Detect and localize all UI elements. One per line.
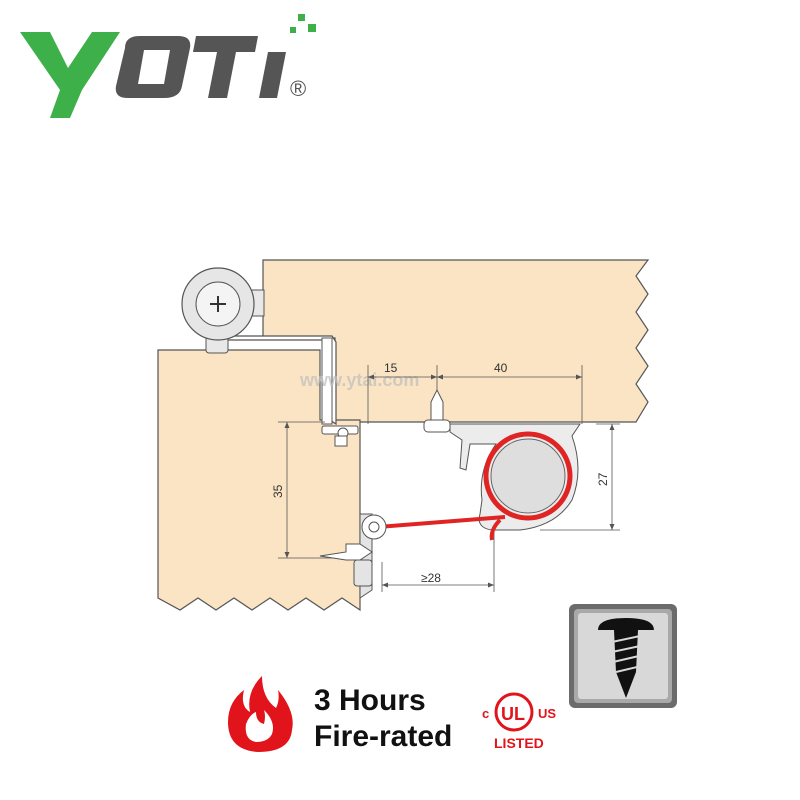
door-seal-profile xyxy=(377,423,581,541)
seal-tube-red xyxy=(483,431,573,521)
door-leaf-wood xyxy=(157,349,361,612)
seal-clip-top xyxy=(321,425,359,447)
ul-mark-us: US xyxy=(538,706,556,721)
seal-anchor-bottom xyxy=(319,513,387,599)
fire-rating-line1: 3 Hours xyxy=(314,684,426,717)
dimension-arrows xyxy=(284,374,615,588)
logo-accent-square xyxy=(290,27,296,33)
dimension-lines xyxy=(278,365,620,592)
dimension-label-15: 15 xyxy=(384,361,398,375)
logo-letter-t xyxy=(193,36,258,98)
ul-mark-listed: LISTED xyxy=(494,735,544,751)
dimension-label-40: 40 xyxy=(494,361,508,375)
logo-accent-square xyxy=(308,24,316,32)
dimension-label-35: 35 xyxy=(271,484,285,498)
flame-icon xyxy=(228,676,293,752)
door-frame-wood xyxy=(262,259,650,423)
ul-mark-ul: UL xyxy=(501,704,525,724)
yoti-logo: ® xyxy=(20,14,316,118)
logo-letter-o xyxy=(115,36,191,98)
seal-core xyxy=(490,438,566,514)
fire-rating-label: 3 Hours Fire-rated xyxy=(314,683,452,755)
watermark-text: www.ytai.com xyxy=(299,370,419,390)
registered-mark: ® xyxy=(290,76,306,101)
ul-listed-icon: UL c US LISTED xyxy=(482,692,556,751)
dimension-label-28: ≥28 xyxy=(421,571,441,585)
ul-mark-c: c xyxy=(482,706,489,721)
hinge-knuckle-icon xyxy=(181,267,265,354)
dimension-label-27: 27 xyxy=(596,472,610,486)
seal-line-red xyxy=(377,515,506,529)
fastener-nail-top xyxy=(423,388,451,433)
screw-icon xyxy=(569,604,677,708)
logo-letter-y xyxy=(20,32,120,118)
logo-letter-i xyxy=(259,52,286,98)
fire-rating-line2: Fire-rated xyxy=(314,720,453,753)
hinge-plate-lower xyxy=(321,337,333,425)
logo-accent-square xyxy=(298,14,305,21)
